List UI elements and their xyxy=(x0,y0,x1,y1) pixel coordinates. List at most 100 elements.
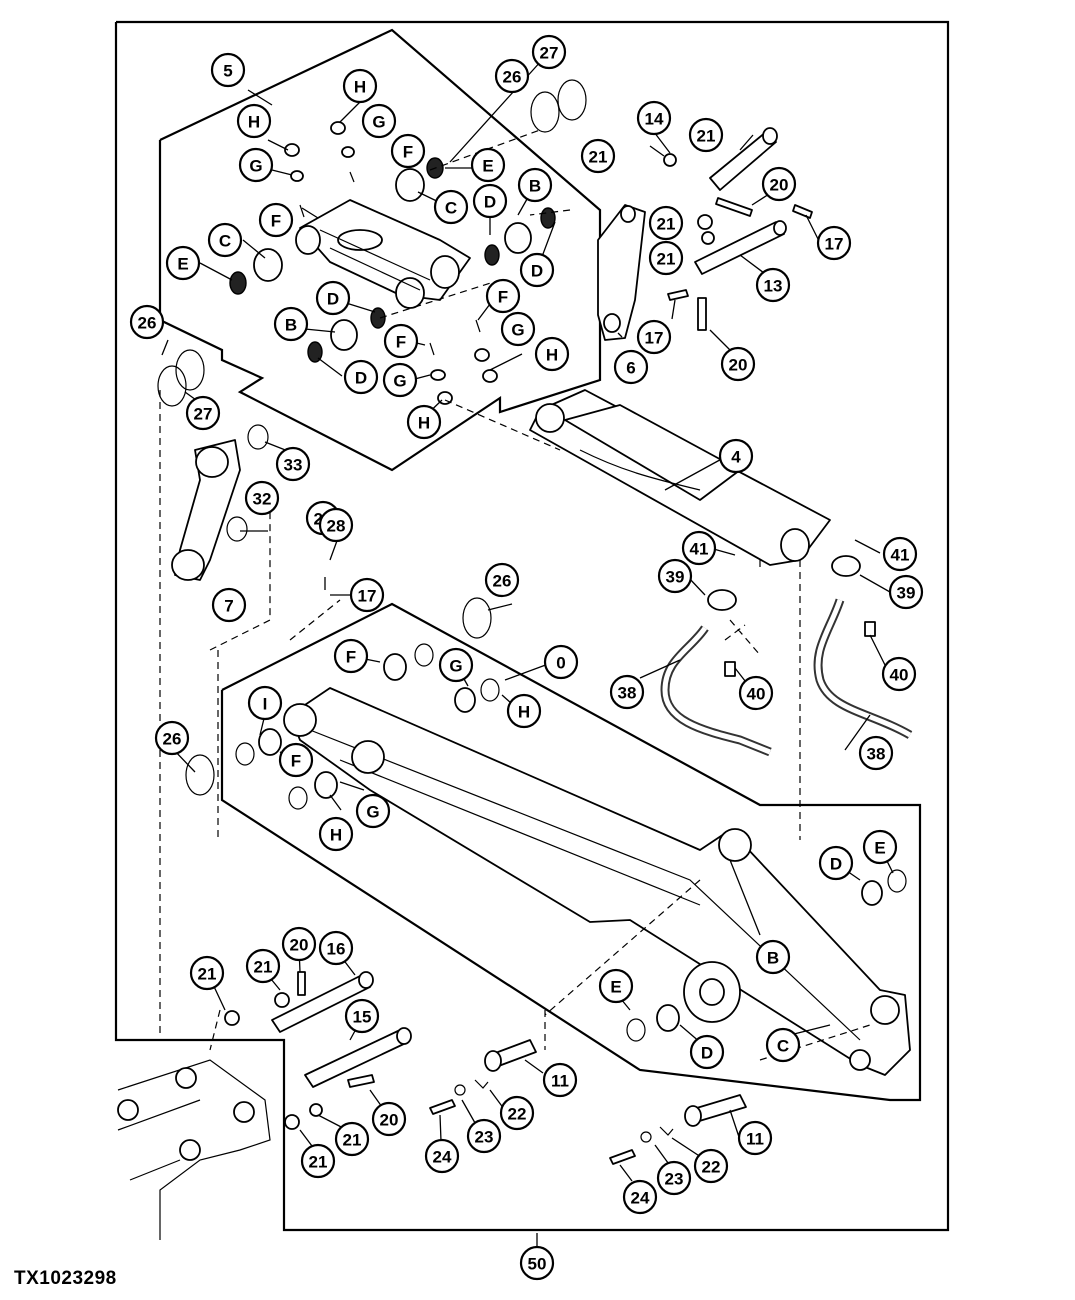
callout-circle xyxy=(737,1120,773,1156)
callout-circle xyxy=(154,720,190,756)
callout-h: H xyxy=(406,404,442,440)
callout-23: 23 xyxy=(466,1118,502,1154)
callout-5: 5 xyxy=(210,52,246,88)
callout-label: 21 xyxy=(343,1131,362,1150)
callout-f: F xyxy=(278,742,314,778)
callout-circle xyxy=(275,446,311,482)
machine-frame xyxy=(117,1059,271,1240)
callout-c: C xyxy=(207,222,243,258)
callout-circle xyxy=(245,948,281,984)
callout-label: 7 xyxy=(224,597,233,616)
callout-h: H xyxy=(236,103,272,139)
callout-g: G xyxy=(500,311,536,347)
callout-label: B xyxy=(529,177,541,196)
boom-assembly-frame xyxy=(220,602,922,1102)
callout-label: B xyxy=(285,316,297,335)
callout-39: 39 xyxy=(888,574,924,610)
callout-label: G xyxy=(511,321,524,340)
callout-circle xyxy=(755,939,791,975)
callout-21: 21 xyxy=(648,205,684,241)
callout-c: C xyxy=(765,1027,801,1063)
callout-label: 38 xyxy=(867,745,886,764)
callout-label: 22 xyxy=(508,1105,527,1124)
callout-21: 21 xyxy=(688,117,724,153)
callout-circle xyxy=(315,280,351,316)
callout-6: 6 xyxy=(613,349,649,385)
callout-label: G xyxy=(449,657,462,676)
callout-label: D xyxy=(830,855,842,874)
callout-f: F xyxy=(485,278,521,314)
callout-circle xyxy=(765,1027,801,1063)
pin-13 xyxy=(694,220,787,275)
callout-label: 21 xyxy=(657,250,676,269)
callout-label: F xyxy=(291,752,301,771)
callout-b: B xyxy=(517,167,553,203)
callout-d: D xyxy=(818,845,854,881)
callout-label: D xyxy=(484,193,496,212)
callout-circle xyxy=(888,574,924,610)
callout-circle xyxy=(761,166,797,202)
callout-circle xyxy=(738,675,774,711)
link-body xyxy=(295,199,471,309)
figure-id: TX1023298 xyxy=(14,1268,117,1289)
callout-label: 21 xyxy=(697,127,716,146)
callout-circle xyxy=(355,793,391,829)
hoses-38 xyxy=(660,555,913,757)
callout-circle xyxy=(390,133,426,169)
callout-label: 20 xyxy=(380,1111,399,1130)
callout-circle xyxy=(318,930,354,966)
callout-label: 27 xyxy=(194,405,213,424)
callout-circle xyxy=(361,103,397,139)
callout-circle xyxy=(334,1121,370,1157)
o-rings-upper xyxy=(157,79,587,796)
callout-20: 20 xyxy=(371,1101,407,1137)
callout-circle xyxy=(609,674,645,710)
callout-label: 41 xyxy=(690,540,709,559)
callout-circle xyxy=(636,100,672,136)
callout-circle xyxy=(648,205,684,241)
callout-circle xyxy=(862,829,898,865)
callout-40: 40 xyxy=(881,656,917,692)
callout-22: 22 xyxy=(693,1148,729,1184)
callout-label: F xyxy=(403,143,413,162)
callout-32: 32 xyxy=(244,480,280,516)
callout-15: 15 xyxy=(344,998,380,1034)
callout-label: 20 xyxy=(729,356,748,375)
callout-e: E xyxy=(598,968,634,1004)
callout-label: 21 xyxy=(589,148,608,167)
callout-circle xyxy=(543,644,579,680)
pin-15 xyxy=(304,1027,412,1088)
callout-label: H xyxy=(354,78,366,97)
callout-f: F xyxy=(390,133,426,169)
callout-circle xyxy=(517,167,553,203)
callout-circle xyxy=(333,638,369,674)
callout-circle xyxy=(494,58,530,94)
callout-label: 24 xyxy=(631,1189,650,1208)
link-7 xyxy=(171,424,269,581)
callout-circle xyxy=(718,438,754,474)
callout-label: H xyxy=(546,346,558,365)
callout-4: 4 xyxy=(718,438,754,474)
callout-26: 26 xyxy=(154,720,190,756)
callout-label: 23 xyxy=(475,1128,494,1147)
callout-circle xyxy=(342,68,378,104)
pin-14 xyxy=(709,127,778,191)
callout-c: C xyxy=(433,189,469,225)
callout-g: G xyxy=(361,103,397,139)
callout-circle xyxy=(858,735,894,771)
callout-label: B xyxy=(767,949,779,968)
callout-circle xyxy=(881,656,917,692)
callout-14: 14 xyxy=(636,100,672,136)
callout-circle xyxy=(636,319,672,355)
callout-circle xyxy=(343,359,379,395)
bushings-and-seals-upper xyxy=(229,121,556,405)
boom-0 xyxy=(283,687,911,1076)
callout-h: H xyxy=(342,68,378,104)
callout-g: G xyxy=(355,793,391,829)
callout-circle xyxy=(882,536,918,572)
callout-label: E xyxy=(482,157,493,176)
callout-17: 17 xyxy=(816,225,852,261)
callout-label: 39 xyxy=(666,568,685,587)
